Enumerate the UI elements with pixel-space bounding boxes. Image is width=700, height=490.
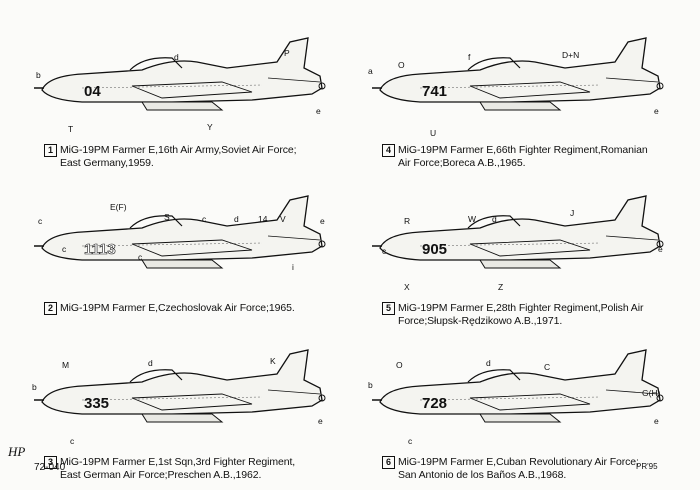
aircraft-code: 741	[422, 83, 447, 100]
callout-marker: V	[280, 214, 286, 224]
callout-marker: Z	[498, 282, 503, 292]
caption-line-1: MiG-19PM Farmer E,16th Air Army,Soviet A…	[60, 144, 297, 156]
aircraft-code: 04	[84, 83, 101, 100]
caption-line-2: San Antonio de los Baños A.B.,1968.	[398, 469, 567, 481]
panel-number: 5	[382, 302, 395, 315]
panel-number: 2	[44, 302, 57, 315]
callout-marker: P	[284, 48, 290, 58]
callout-marker: d	[148, 358, 153, 368]
panel-number: 6	[382, 456, 395, 469]
aircraft-code: 728	[422, 395, 447, 412]
callout-marker: e	[316, 106, 321, 116]
artist-credit: PR'95	[636, 462, 658, 471]
caption-line-1: MiG-19PM Farmer E,1st Sqn,3rd Fighter Re…	[60, 456, 296, 468]
callout-marker: C	[544, 362, 550, 372]
caption-line-2: Air Force;Boreca A.B.,1965.	[398, 157, 526, 169]
caption-line-2: East German Air Force;Preschen A.B.,1962…	[60, 469, 262, 481]
aircraft-code: 905	[422, 241, 447, 258]
callout-marker: K	[270, 356, 276, 366]
callout-marker: c	[138, 252, 143, 262]
callout-marker: c	[38, 216, 43, 226]
aircraft-code: 335	[84, 395, 109, 412]
callout-marker: R	[404, 216, 410, 226]
callout-marker: X	[404, 282, 410, 292]
callout-marker: i	[292, 262, 294, 272]
callout-marker: d	[174, 52, 179, 62]
callout-marker: b	[368, 380, 373, 390]
logo-mark: HP	[8, 444, 26, 459]
callout-marker: e	[654, 106, 659, 116]
callout-marker: O	[398, 60, 405, 70]
callout-marker: b	[36, 70, 41, 80]
callout-marker: e	[320, 216, 325, 226]
callout-marker: D+N	[562, 50, 579, 60]
callout-marker: f	[468, 52, 471, 62]
caption-line-1: MiG-19PM Farmer E,Czechoslovak Air Force…	[60, 302, 295, 314]
callout-marker: G(H)	[642, 388, 661, 398]
catalog-number: 72-040	[34, 462, 66, 473]
callout-marker: U	[430, 128, 436, 138]
callout-marker: O	[396, 360, 403, 370]
aircraft-profile: 04 b d P T Ye	[34, 37, 326, 134]
callout-marker: M	[62, 360, 69, 370]
callout-marker: c	[408, 436, 413, 446]
caption-line-1: MiG-19PM Farmer E,66th Fighter Regiment,…	[398, 144, 648, 156]
callout-marker: E(F)	[110, 202, 127, 212]
callout-marker: c	[70, 436, 75, 446]
callout-marker: c	[62, 244, 67, 254]
callout-marker: T	[68, 124, 73, 134]
callout-marker: d	[486, 358, 491, 368]
callout-marker: S	[164, 212, 170, 222]
callout-marker: d	[234, 214, 239, 224]
callout-marker: d	[492, 214, 497, 224]
aircraft-profile: 741 a Of D+N Ue	[368, 37, 664, 138]
callout-marker: e	[658, 244, 663, 254]
caption-line-2: Force;Słupsk-Rędzikowo A.B.,1971.	[398, 315, 563, 327]
callout-marker: J	[570, 208, 574, 218]
callout-marker: 14	[258, 214, 268, 224]
caption-line-1: MiG-19PM Farmer E,Cuban Revolutionary Ai…	[398, 456, 639, 468]
callout-marker: e	[318, 416, 323, 426]
callout-marker: Y	[207, 122, 213, 132]
callout-marker: W	[468, 214, 476, 224]
panel-number: 3	[44, 456, 57, 469]
panel-number: 4	[382, 144, 395, 157]
callout-marker: e	[654, 416, 659, 426]
caption-line-2: East Germany,1959.	[60, 157, 154, 169]
aircraft-code: 1113	[84, 241, 116, 258]
callout-marker: c	[202, 214, 207, 224]
callout-marker: a	[368, 66, 373, 76]
callout-marker: c	[382, 246, 387, 256]
callout-marker: b	[32, 382, 37, 392]
caption-line-1: MiG-19PM Farmer E,28th Fighter Regiment,…	[398, 302, 644, 314]
panel-number: 1	[44, 144, 57, 157]
